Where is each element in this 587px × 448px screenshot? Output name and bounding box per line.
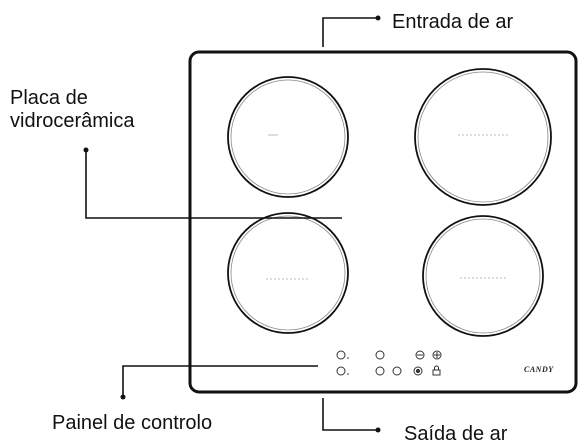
air-inlet-callout	[322, 17, 376, 47]
zone-selector-icon	[336, 350, 349, 376]
control-panel	[336, 350, 442, 376]
ceramic-plate-label-line1: Placa de	[10, 87, 88, 109]
power-icon	[413, 366, 423, 376]
air-outlet-label: Saída de ar	[404, 423, 508, 445]
plus-icon	[432, 350, 442, 360]
air-outlet-callout	[322, 398, 376, 431]
ceramic-plate-label-line2: vidrocerâmica	[10, 110, 135, 132]
cooking-zone-top-right	[414, 68, 552, 206]
brand-logo: CANDY	[524, 365, 554, 374]
control-panel-label: Painel de controlo	[52, 412, 213, 434]
air-inlet-callout-dot	[375, 15, 381, 21]
control-panel-callout	[122, 365, 318, 397]
cooking-zone-bottom-right	[422, 215, 544, 337]
cooking-zone-top-left	[227, 76, 349, 198]
ceramic-plate-callout-dot	[83, 147, 89, 153]
timer-icon	[375, 350, 402, 376]
minus-icon	[415, 350, 425, 360]
cooktop-outline	[188, 50, 578, 394]
air-inlet-label: Entrada de ar	[392, 11, 514, 33]
cooking-zone-bottom-left	[227, 212, 349, 334]
lock-icon	[432, 365, 441, 376]
control-panel-callout-dot	[120, 394, 126, 400]
ceramic-plate-callout	[85, 150, 342, 219]
air-outlet-callout-dot	[375, 427, 381, 433]
